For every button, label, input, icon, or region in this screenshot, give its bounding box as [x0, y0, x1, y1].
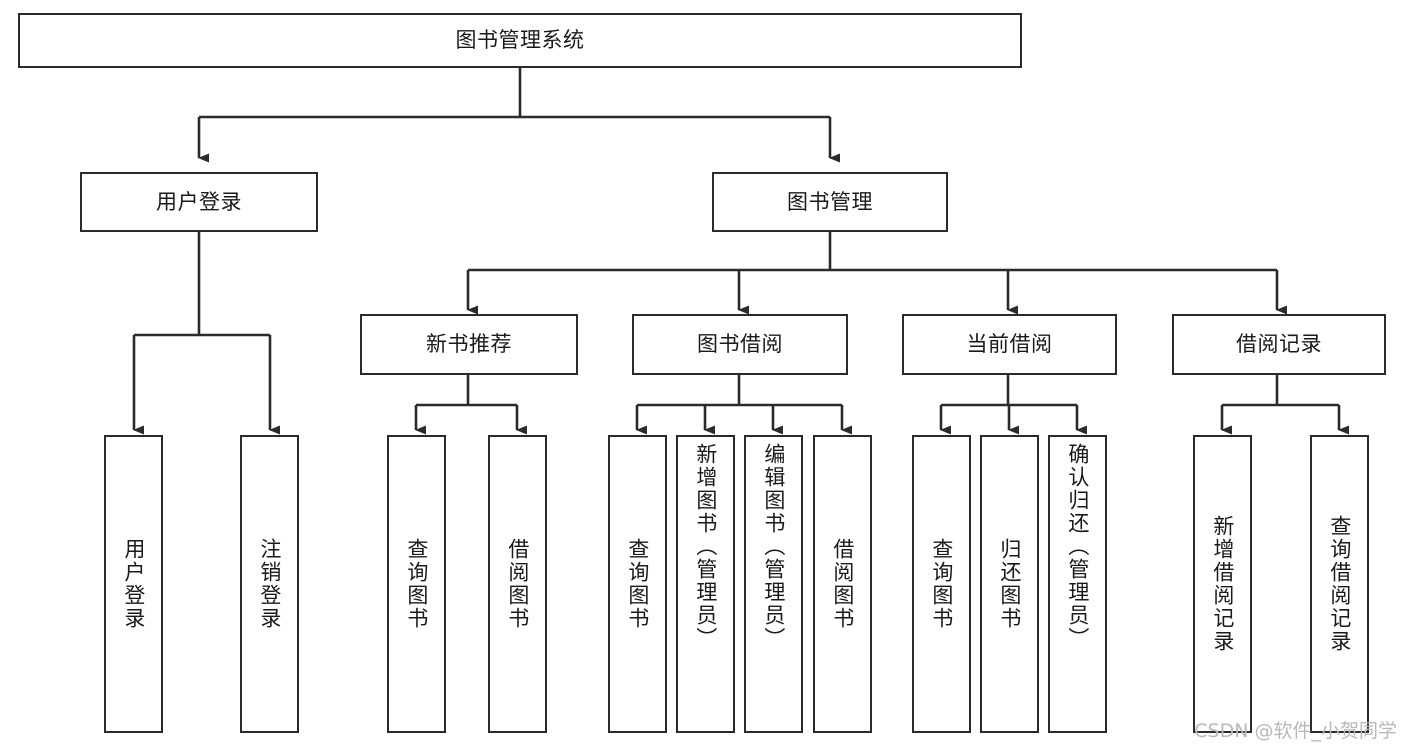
node-book-borrow[interactable]: 图书借阅 [632, 314, 848, 375]
node-leaf-user-login[interactable]: 用户登录 [104, 435, 163, 733]
node-label: 新书推荐 [426, 332, 512, 357]
node-leaf-query-book-new[interactable]: 查询图书 [387, 435, 446, 733]
node-label: 借阅记录 [1236, 332, 1322, 357]
node-leaf-query-borrow-record[interactable]: 查询借阅记录 [1310, 435, 1369, 733]
node-label: 图书管理 [787, 189, 873, 214]
node-label: 查询借阅记录 [1327, 515, 1352, 653]
node-book-management[interactable]: 图书管理 [712, 172, 948, 232]
node-leaf-query-book-borrow[interactable]: 查询图书 [608, 435, 667, 733]
node-user-login[interactable]: 用户登录 [80, 172, 318, 232]
node-leaf-logout[interactable]: 注销登录 [240, 435, 299, 733]
node-root-system[interactable]: 图书管理系统 [18, 13, 1022, 68]
node-borrow-record[interactable]: 借阅记录 [1172, 314, 1386, 375]
node-new-book-recommend[interactable]: 新书推荐 [360, 314, 578, 375]
node-label: 借阅图书 [830, 538, 855, 630]
node-leaf-borrow-book-new[interactable]: 借阅图书 [488, 435, 547, 733]
node-label: 图书管理系统 [455, 28, 585, 53]
node-label: 用户登录 [121, 538, 146, 630]
watermark-text: CSDN @软件_小贺同学 [1194, 720, 1397, 742]
node-label: 当前借阅 [966, 332, 1053, 357]
node-leaf-add-borrow-record[interactable]: 新增借阅记录 [1193, 435, 1252, 733]
node-leaf-borrow-book[interactable]: 借阅图书 [813, 435, 872, 733]
node-label: 新增借阅记录 [1210, 515, 1235, 653]
node-label: 借阅图书 [505, 538, 530, 630]
node-label: 查询图书 [404, 538, 429, 630]
node-leaf-edit-book-admin[interactable]: 编辑图书（管理员） [744, 435, 803, 733]
node-label: 查询图书 [625, 538, 650, 630]
node-label: 确认归还（管理员） [1065, 443, 1090, 650]
node-label: 归还图书 [997, 538, 1022, 630]
node-label: 新增图书（管理员） [693, 443, 718, 650]
node-leaf-add-book-admin[interactable]: 新增图书（管理员） [676, 435, 735, 733]
node-label: 编辑图书（管理员） [761, 443, 786, 650]
node-label: 用户登录 [156, 189, 242, 214]
node-current-borrow[interactable]: 当前借阅 [902, 314, 1117, 375]
node-leaf-query-book-current[interactable]: 查询图书 [912, 435, 971, 733]
node-leaf-return-book[interactable]: 归还图书 [980, 435, 1039, 733]
node-leaf-confirm-return-admin[interactable]: 确认归还（管理员） [1048, 435, 1107, 733]
node-label: 图书借阅 [697, 332, 783, 357]
node-label: 查询图书 [929, 538, 954, 630]
node-label: 注销登录 [257, 538, 282, 630]
